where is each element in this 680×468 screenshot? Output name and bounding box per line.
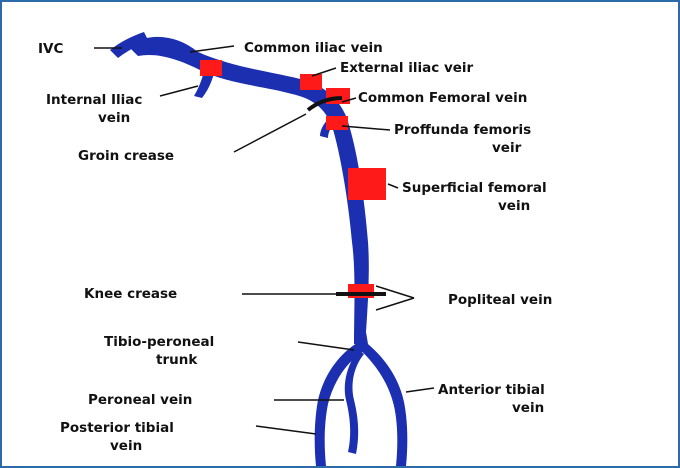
leader-tibioperoneal <box>298 342 354 350</box>
leader-anterior-tibial <box>406 388 434 392</box>
label-peroneal: Peroneal vein <box>88 392 192 408</box>
marker-profunda <box>326 116 348 130</box>
label-profunda-line1: Proffunda femoris <box>394 122 531 138</box>
label-profunda-line2: veir <box>492 140 522 156</box>
label-knee-crease: Knee crease <box>84 286 177 302</box>
marker-common-femoral <box>326 88 350 104</box>
marker-external-iliac <box>300 74 322 90</box>
leader-superficial-femoral <box>388 184 398 188</box>
label-external-iliac: External iliac veir <box>340 60 474 76</box>
label-sfv-line2: vein <box>498 198 530 214</box>
label-tibioperoneal-line1: Tibio-peroneal <box>104 334 214 350</box>
leader-common-iliac <box>190 46 234 52</box>
marker-superficial-femoral <box>348 168 386 200</box>
label-tibioperoneal-line2: trunk <box>156 352 198 368</box>
leader-external-iliac <box>312 68 336 76</box>
label-ivc: IVC <box>38 41 63 57</box>
label-common-femoral: Common Femoral vein <box>358 90 527 106</box>
label-posterior-tibial-line1: Posterior tibial <box>60 420 174 436</box>
label-groin-crease: Groin crease <box>78 148 174 164</box>
leader-posterior-tibial <box>256 426 316 434</box>
peroneal-vessel <box>345 350 364 454</box>
label-anterior-tibial-line1: Anterior tibial <box>438 382 545 398</box>
label-popliteal: Popliteal vein <box>448 292 552 308</box>
label-internal-iliac-line1: Internal Iliac <box>46 92 142 108</box>
leader-groin-crease <box>234 114 306 152</box>
label-posterior-tibial-line2: vein <box>110 438 142 454</box>
label-sfv-line1: Superficial femoral <box>402 180 547 196</box>
leader-internal-iliac <box>160 86 198 96</box>
label-anterior-tibial-line2: vein <box>512 400 544 416</box>
marker-common-iliac <box>200 60 222 76</box>
label-internal-iliac-line2: vein <box>98 110 130 126</box>
labels: IVC Common iliac vein External iliac vei… <box>38 40 552 454</box>
leader-popliteal-2 <box>376 298 414 310</box>
label-common-iliac: Common iliac vein <box>244 40 383 56</box>
anterior-tibial-vessel <box>356 338 407 466</box>
